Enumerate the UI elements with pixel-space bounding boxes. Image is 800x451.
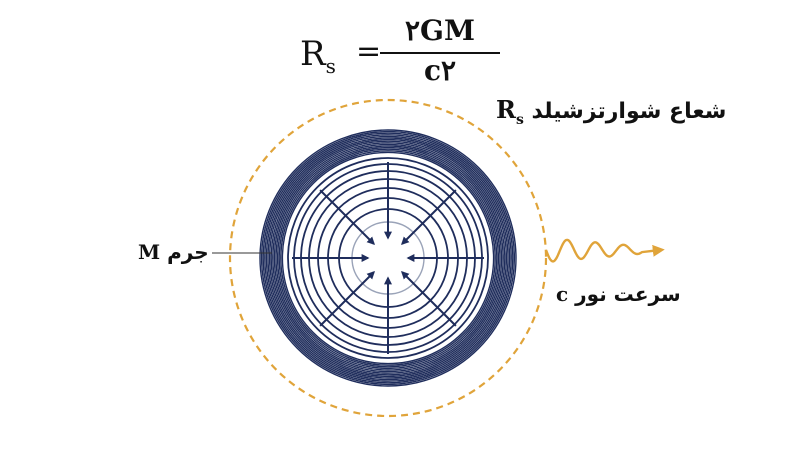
radius-symbol-subscript: s (515, 111, 524, 128)
body-ring (280, 150, 496, 366)
gravity-arrow (401, 189, 457, 245)
schwarzschild-radius-label: Rs شعاع شوارتزشیلد (496, 95, 726, 128)
formula-lhs-symbol: R (300, 34, 326, 74)
body-ring (259, 129, 517, 387)
body-ring (260, 130, 516, 386)
radius-label-text: شعاع شوارتزشیلد (531, 99, 727, 124)
schwarzschild-formula: Rs = ۲GM c۲ (300, 14, 510, 87)
gravity-arrow (319, 271, 375, 327)
body-ring (272, 142, 504, 374)
wavy-arrow-icon (544, 238, 665, 263)
formula-lhs-subscript: s (325, 53, 336, 78)
gravity-arrow (319, 189, 375, 245)
formula-numerator: ۲GM (405, 14, 475, 47)
radius-symbol-letter: R (496, 95, 516, 124)
body-ring (265, 135, 511, 381)
body-ring (281, 151, 495, 365)
formula-denominator: c۲ (423, 54, 457, 87)
light-speed-label: c سرعت نور (556, 282, 681, 306)
mass-symbol: M (138, 240, 161, 264)
body-ring (275, 145, 501, 371)
body-ring (264, 134, 512, 382)
body-ring (287, 157, 489, 359)
fraction-bar (380, 52, 500, 54)
formula-lhs: Rs (300, 34, 336, 78)
body-ring (273, 143, 503, 373)
body-ring (276, 146, 500, 370)
body-ring (278, 148, 498, 368)
formula-equals: = (356, 34, 382, 69)
schwarzschild-radius-circle (228, 98, 548, 418)
body-ring (270, 140, 506, 376)
body-ring (262, 132, 514, 384)
mass-label: M جرم (138, 240, 209, 264)
mass-label-text: جرم (167, 240, 209, 264)
radius-symbol: Rs (496, 95, 524, 128)
light-label-text: سرعت نور (575, 282, 681, 306)
gravity-arrows (292, 162, 484, 354)
body-ring (268, 138, 508, 378)
light-symbol: c (556, 282, 569, 306)
gravity-arrow (401, 271, 457, 327)
body-ring (267, 137, 509, 379)
